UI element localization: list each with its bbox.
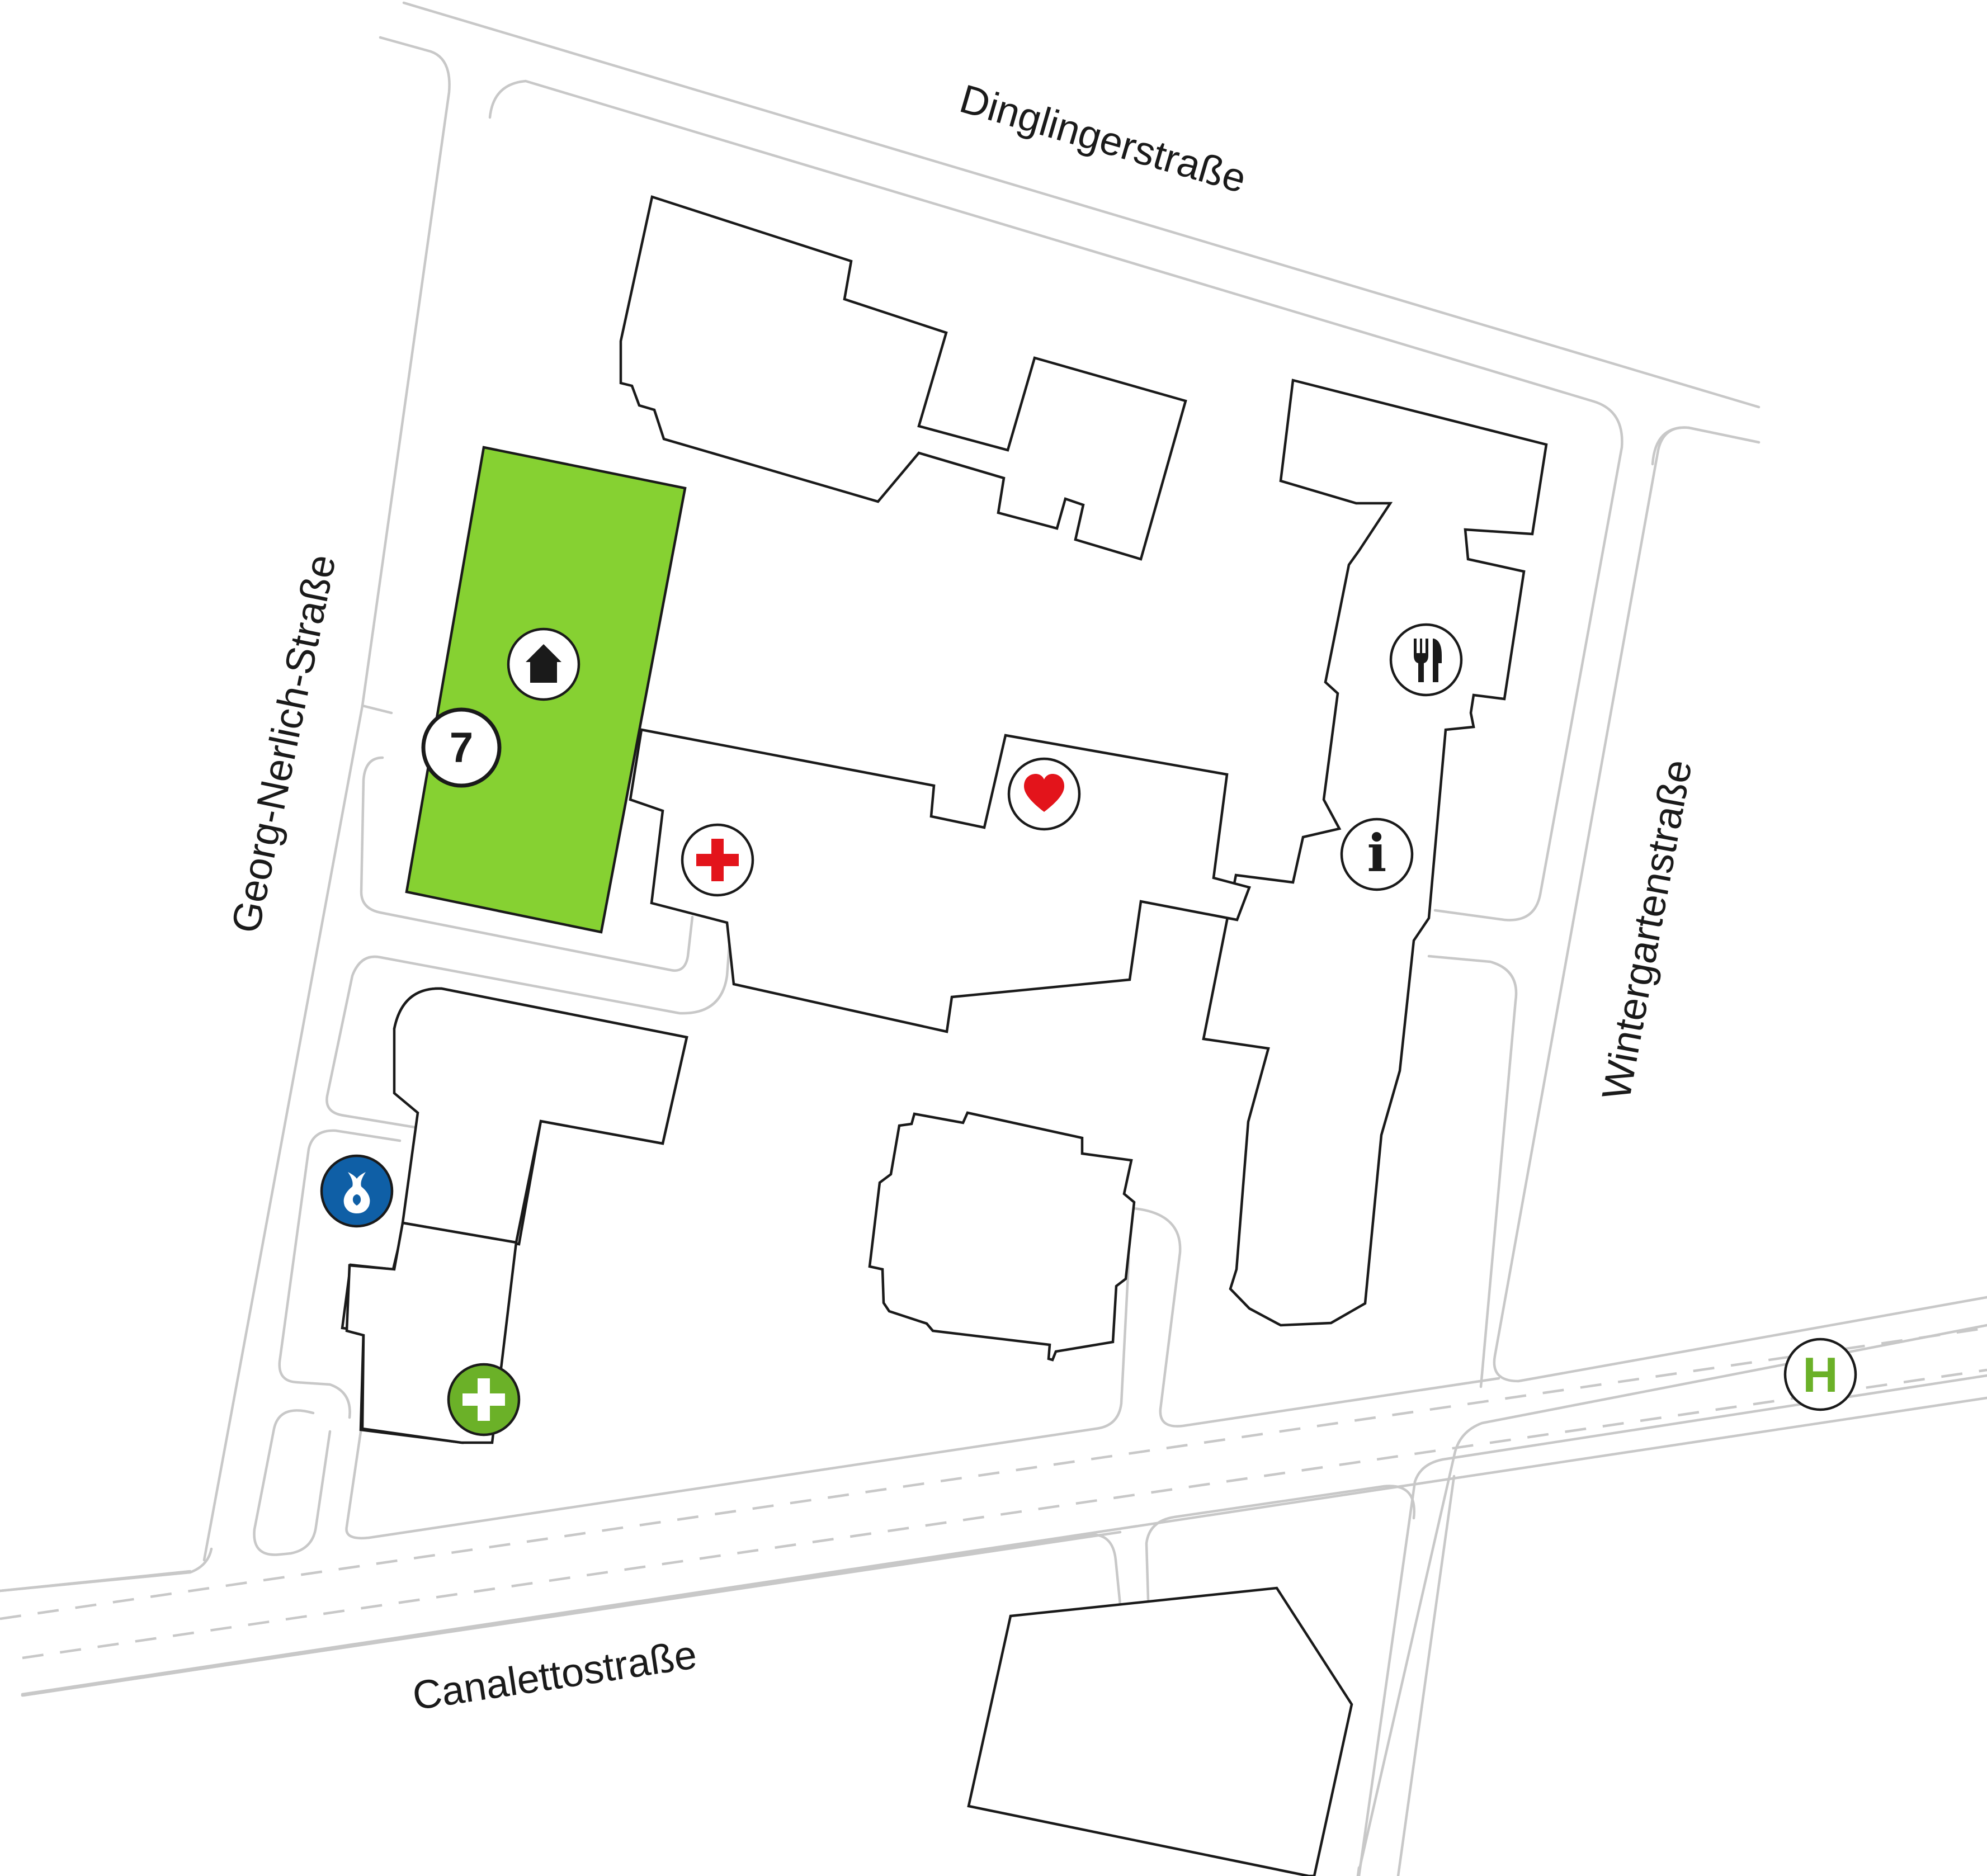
emergency-bag-icon[interactable] bbox=[320, 1154, 394, 1228]
building-number-badge[interactable]: 7 bbox=[421, 707, 502, 788]
info-icon[interactable]: i bbox=[1340, 817, 1414, 891]
home-icon[interactable] bbox=[507, 627, 580, 701]
pharmacy-cross-icon[interactable] bbox=[447, 1363, 521, 1436]
bus-stop-icon[interactable]: H bbox=[1783, 1338, 1857, 1411]
building-south bbox=[967, 1586, 1353, 1876]
building-central bbox=[629, 728, 1251, 1033]
building-rotunda bbox=[868, 1111, 1136, 1362]
restaurant-icon[interactable] bbox=[1389, 623, 1463, 697]
building-south-west-2 bbox=[393, 987, 688, 1244]
street-label-dinglingerstrasse: Dinglingerstraße bbox=[955, 77, 1252, 202]
building-number: 7 bbox=[450, 724, 473, 772]
first-aid-cross-icon[interactable] bbox=[681, 823, 754, 897]
info-label: i bbox=[1367, 823, 1387, 883]
heart-icon[interactable] bbox=[1007, 757, 1081, 831]
street-label-georg-nerlich-strasse: Georg-Nerlich-Straße bbox=[223, 551, 344, 937]
bus-stop-label: H bbox=[1802, 1347, 1838, 1402]
poi-markers: 7 i bbox=[320, 623, 1857, 1436]
street-label-wintergartenstrasse: Wintergartenstraße bbox=[1594, 756, 1701, 1103]
buildings bbox=[341, 195, 1548, 1876]
building-north-west bbox=[619, 195, 1187, 561]
street-label-canalettostrasse: Canalettostraße bbox=[410, 1632, 700, 1719]
